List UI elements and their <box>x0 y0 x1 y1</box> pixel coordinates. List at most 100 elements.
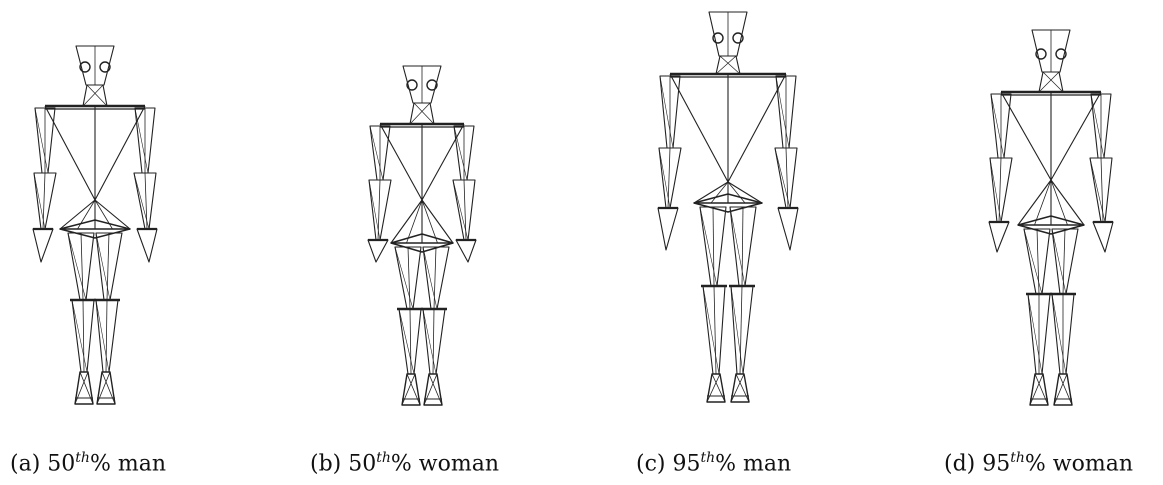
foot-brace2-right <box>96 371 111 405</box>
torso-lower-left-inner <box>710 181 729 204</box>
hand-right <box>136 228 158 263</box>
caption-c-letter: (c) <box>636 451 666 477</box>
hand-left <box>988 221 1010 253</box>
caption-a-label: % man <box>89 451 166 477</box>
foot-left <box>401 373 421 406</box>
upper-arm-left-brace <box>659 75 674 149</box>
shin-left-brace <box>71 299 88 373</box>
thigh-left-axis <box>80 232 84 301</box>
foot-left <box>1029 373 1049 406</box>
upper-arm-left-brace <box>369 125 384 181</box>
head-shape <box>402 65 442 104</box>
upper-arm-right-brace <box>453 125 468 181</box>
neck-brace <box>719 55 741 75</box>
torso-diag-left <box>44 105 96 201</box>
torso-lower-left <box>59 199 96 230</box>
forearm-left-brace <box>658 147 671 209</box>
neck-shape <box>409 102 435 125</box>
thigh-left-axis <box>712 206 715 287</box>
forearm-right-brace <box>774 147 791 209</box>
foot-left <box>74 371 94 405</box>
thigh-right-brace <box>1051 228 1067 295</box>
torso-lower-right <box>727 181 763 204</box>
shin-right-axis <box>105 299 108 373</box>
thigh-left-brace <box>1023 228 1043 295</box>
shin-left-axis <box>82 299 85 373</box>
foot-brace2-left <box>74 371 89 405</box>
foot-brace-right <box>428 373 443 406</box>
thigh-right-axis <box>1062 228 1066 295</box>
torso-lower-right <box>1050 179 1085 226</box>
neck-brace-2 <box>1038 71 1060 93</box>
foot-right <box>423 373 443 406</box>
caption-b-suffix: th <box>376 450 391 466</box>
torso-diag-right <box>727 73 787 183</box>
head-shape <box>708 11 748 57</box>
neck-brace <box>86 84 108 107</box>
forearm-left-brace <box>989 157 1002 223</box>
torso-lower-left-inner <box>77 199 96 230</box>
shin-right-brace <box>1051 293 1067 375</box>
shin-right-brace <box>730 285 744 375</box>
caption-c-label: % man <box>715 451 792 477</box>
caption-c-suffix: th <box>700 450 716 466</box>
caption-a: (a) 50th% man <box>10 450 166 476</box>
shin-right-brace <box>95 299 110 373</box>
torso-diag-right <box>421 123 465 201</box>
thigh-left-axis <box>1036 228 1040 295</box>
shin-left-axis <box>409 308 412 375</box>
torso-lower-left-inner <box>1034 179 1052 226</box>
caption-d-suffix: th <box>1010 450 1025 466</box>
foot-brace-left <box>711 373 726 403</box>
forearm-left-brace <box>368 179 381 241</box>
foot-brace-left <box>1034 373 1049 406</box>
hand-right <box>1092 221 1114 253</box>
hand-right <box>455 239 477 263</box>
torso-lower-left-inner <box>406 199 423 244</box>
thigh-left-brace <box>67 232 87 301</box>
thigh-right-brace <box>95 232 111 301</box>
foot-brace-right <box>101 371 116 405</box>
eye-left <box>712 32 724 44</box>
forearm-right-brace <box>452 179 469 241</box>
neck-shape <box>1038 71 1064 93</box>
thigh-right-axis <box>741 206 744 287</box>
eye-right <box>732 32 744 44</box>
neck-brace <box>1042 71 1064 93</box>
torso-lower-right-inner <box>1050 179 1068 226</box>
shin-left-brace <box>702 285 720 375</box>
foot-brace2-left <box>1029 373 1044 406</box>
shin-right-axis <box>739 285 743 375</box>
caption-b: (b) 50th% woman <box>310 450 499 476</box>
neck-brace-2 <box>82 84 104 107</box>
thigh-right-brace <box>729 206 746 287</box>
foot-right <box>1053 373 1073 406</box>
shin-right-axis <box>432 308 435 375</box>
torso-diag-left <box>1000 91 1052 181</box>
eye-right <box>426 79 438 91</box>
upper-arm-left-brace <box>990 93 1005 159</box>
caption-a-suffix: th <box>75 450 90 466</box>
torso-lower-left <box>390 199 423 244</box>
torso-lower-left <box>1017 179 1052 226</box>
caption-b-percentile: 50 <box>348 451 377 477</box>
caption-d: (d) 95th% woman <box>944 450 1133 476</box>
neck-brace-2 <box>715 55 737 75</box>
caption-b-label: % woman <box>390 451 500 477</box>
thigh-right-brace <box>422 246 438 310</box>
foot-brace-left <box>406 373 421 406</box>
thigh-left-brace <box>699 206 718 287</box>
figure-canvas <box>32 11 1114 406</box>
skeleton-figure-c <box>657 11 799 403</box>
caption-b-letter: (b) <box>310 451 342 477</box>
caption-d-label: % woman <box>1024 451 1134 477</box>
skeleton-figure-d <box>988 29 1114 406</box>
eye-left <box>1035 48 1047 60</box>
foot-brace2-left <box>706 373 721 403</box>
hand-left <box>367 239 389 263</box>
torso-lower-right-inner <box>727 181 746 204</box>
shin-left-brace <box>398 308 415 375</box>
neck-shape <box>82 84 108 107</box>
torso-lower-right-inner <box>421 199 438 244</box>
hand-left <box>32 228 54 263</box>
